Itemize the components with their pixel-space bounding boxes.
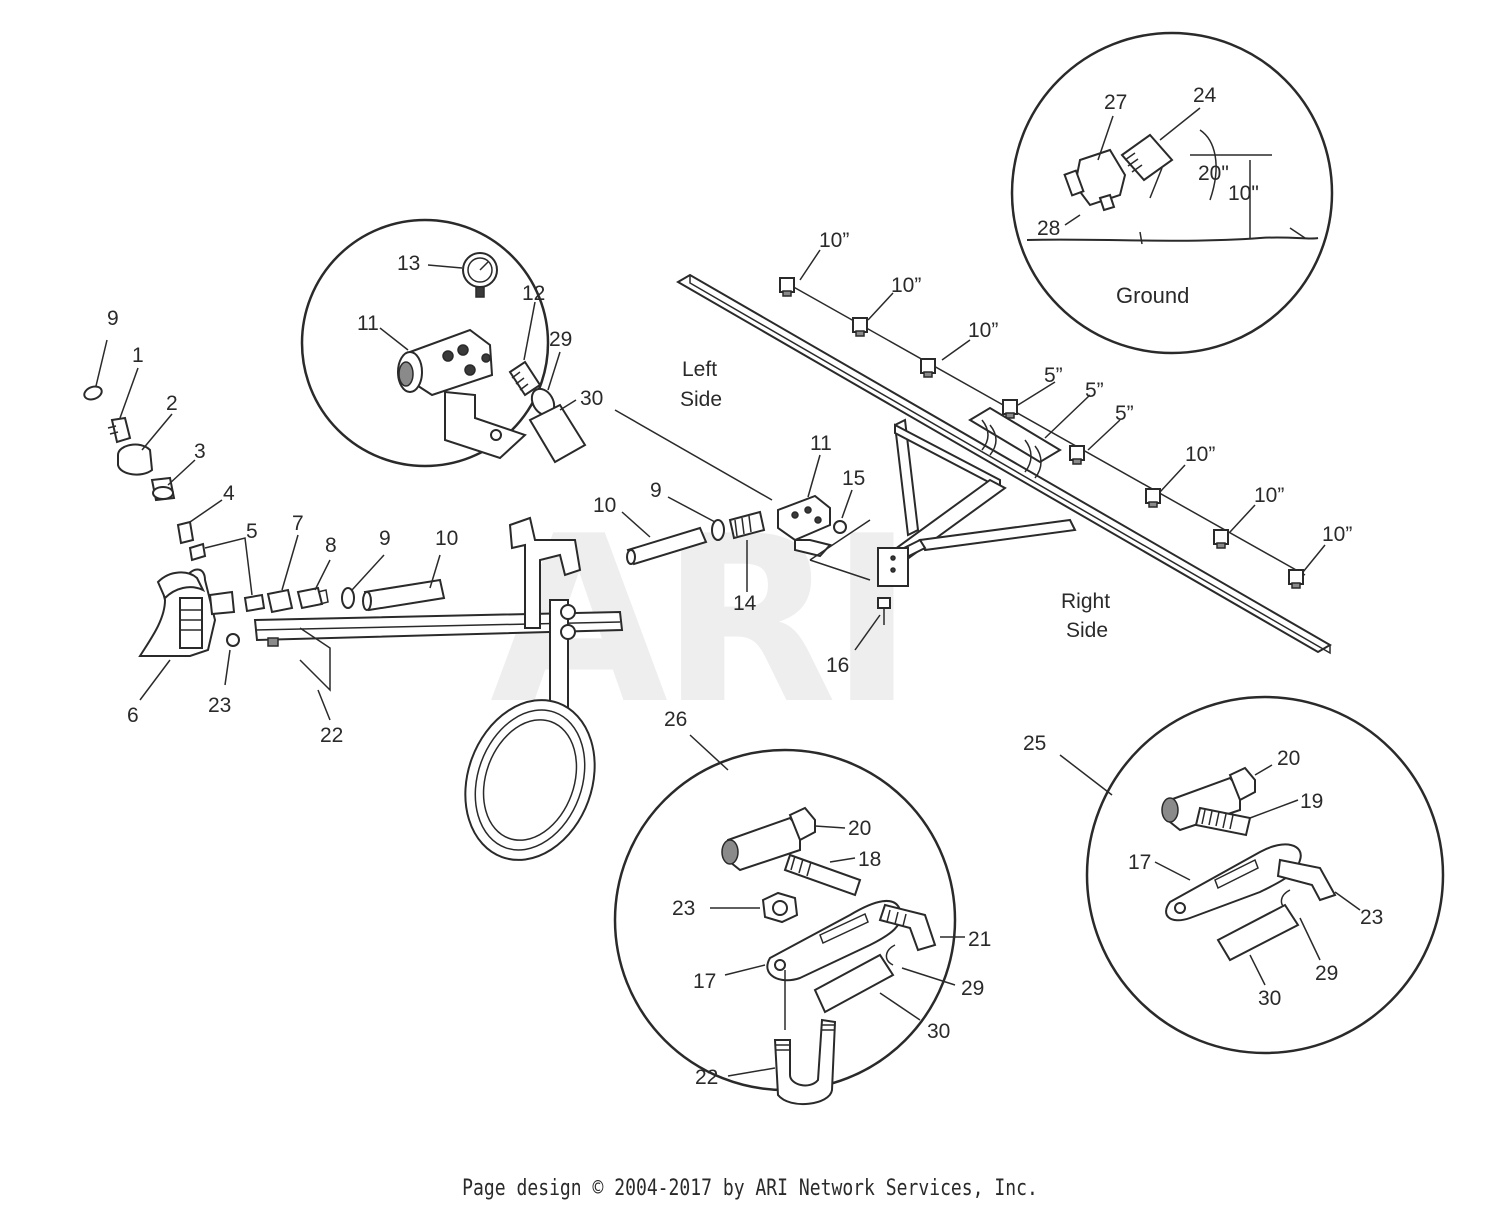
callout-10b: 10 <box>593 494 616 517</box>
callout-12: 12 <box>522 282 545 305</box>
callout-8: 8 <box>325 534 337 557</box>
callout-30a: 30 <box>580 387 603 410</box>
spray-boom <box>676 249 1332 655</box>
ground-label: Ground <box>1116 283 1189 308</box>
callout-17b: 17 <box>1128 851 1151 874</box>
callout-24: 24 <box>1193 84 1217 107</box>
angle-20-label: 20" <box>1198 162 1229 185</box>
callout-23c: 23 <box>1360 906 1383 929</box>
spacing-10-d: 10” <box>1185 443 1215 466</box>
callout-29a: 29 <box>549 328 572 351</box>
callout-26: 26 <box>664 708 687 731</box>
right-side-label-1: Right <box>1061 590 1110 613</box>
mid-hose-assembly <box>621 454 871 592</box>
spacing-10-a: 10” <box>819 229 849 252</box>
detail-circle-25 <box>1059 695 1445 1055</box>
nozzle-angle-detail-circle <box>1010 31 1334 355</box>
spacing-10-f: 10” <box>1322 523 1352 546</box>
callout-11a: 11 <box>357 312 379 335</box>
callout-9a: 9 <box>107 307 119 330</box>
callout-23b: 23 <box>672 897 695 920</box>
callout-20b: 20 <box>1277 747 1300 770</box>
callout-19: 19 <box>1300 790 1323 813</box>
callout-21: 21 <box>968 928 991 951</box>
left-side-label-2: Side <box>680 388 722 411</box>
callout-1: 1 <box>132 344 144 367</box>
left-side-label-1: Left <box>682 358 717 381</box>
callout-11b: 11 <box>810 432 832 455</box>
callout-13: 13 <box>397 252 420 275</box>
spacing-10-b: 10” <box>891 274 921 297</box>
callout-9c: 9 <box>650 479 662 502</box>
copyright-notice: Page design © 2004-2017 by ARI Network S… <box>462 1176 1038 1201</box>
callout-20a: 20 <box>848 817 871 840</box>
spacing-5-c: 5” <box>1115 402 1134 425</box>
spray-gun-and-frame <box>83 339 624 861</box>
callout-10a: 10 <box>435 527 458 550</box>
callout-labels: 9 1 2 3 4 5 7 8 9 10 6 23 22 13 11 12 29… <box>107 84 1383 1089</box>
callout-23a: 23 <box>208 694 231 717</box>
callout-30c: 30 <box>1258 987 1281 1010</box>
callout-17a: 17 <box>693 970 716 993</box>
callout-4: 4 <box>223 482 235 505</box>
callout-30b: 30 <box>927 1020 950 1043</box>
callout-16: 16 <box>826 654 849 677</box>
callout-6: 6 <box>127 704 139 727</box>
callout-3: 3 <box>194 440 206 463</box>
callout-18: 18 <box>858 848 881 871</box>
callout-9b: 9 <box>379 527 391 550</box>
height-10-label: 10" <box>1228 182 1259 205</box>
callout-14: 14 <box>733 592 757 615</box>
gauge-detail-circle <box>300 218 773 501</box>
callout-25: 25 <box>1023 732 1046 755</box>
spacing-10-e: 10” <box>1254 484 1284 507</box>
spacing-5-b: 5” <box>1085 379 1104 402</box>
right-side-label-2: Side <box>1066 619 1108 642</box>
spacing-5-a: 5” <box>1044 364 1063 387</box>
spacing-10-c: 10” <box>968 319 998 342</box>
detail-circle-26 <box>613 734 965 1106</box>
callout-7: 7 <box>292 512 304 535</box>
callout-22a: 22 <box>320 724 343 747</box>
callout-29b: 29 <box>961 977 984 1000</box>
callout-2: 2 <box>166 392 178 415</box>
callout-22b: 22 <box>695 1066 718 1089</box>
callout-29c: 29 <box>1315 962 1338 985</box>
callout-28: 28 <box>1037 217 1060 240</box>
callout-27: 27 <box>1104 91 1127 114</box>
boom-nozzles <box>779 277 1304 589</box>
callout-15: 15 <box>842 467 865 490</box>
callout-5: 5 <box>246 520 258 543</box>
